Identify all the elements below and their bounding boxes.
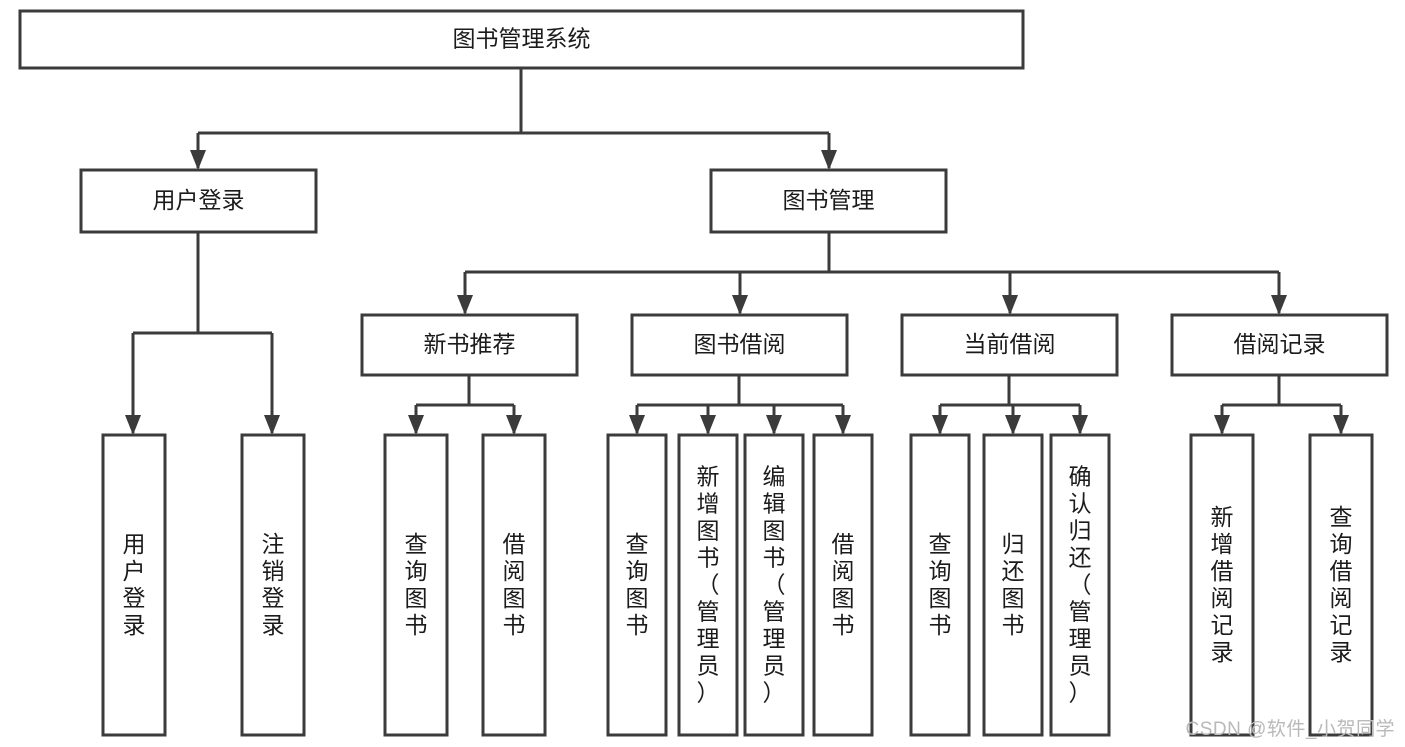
arrow-head [408, 415, 424, 435]
node-box-book-borrow [630, 313, 849, 377]
arrow-head [932, 415, 948, 435]
node-leaf-user-login[interactable]: 用户登录 [101, 433, 167, 737]
node-box-leaf-query-record [1308, 433, 1374, 737]
node-box-leaf-borrow-book-rec [481, 433, 547, 737]
node-box-current-borrow [900, 313, 1119, 377]
node-leaf-add-record[interactable]: 新增借阅记录 [1189, 433, 1255, 737]
node-leaf-query-book-cb[interactable]: 查询图书 [909, 433, 971, 737]
node-box-book-manage [709, 168, 948, 234]
node-label-current-borrow: 当前借阅 [964, 331, 1056, 357]
arrow-head [190, 150, 206, 170]
node-box-leaf-confirm-return [1049, 433, 1111, 737]
node-label-root: 图书管理系统 [453, 26, 591, 52]
node-leaf-edit-book[interactable]: 编辑图书（管理员） [743, 433, 805, 737]
arrow-head [264, 415, 280, 435]
arrow-head [506, 415, 522, 435]
node-label-new-book-rec: 新书推荐 [424, 331, 516, 357]
arrow-head [125, 415, 141, 435]
node-current-borrow[interactable]: 当前借阅 [900, 313, 1119, 377]
node-leaf-borrow-book-rec[interactable]: 借阅图书 [481, 433, 547, 737]
node-label-leaf-edit-book: 编辑图书（管理员） [763, 464, 786, 706]
node-box-leaf-query-book-cb [909, 433, 971, 737]
node-box-leaf-edit-book [743, 433, 805, 737]
node-label-leaf-query-book-cb: 查询图书 [929, 531, 952, 638]
node-new-book-rec[interactable]: 新书推荐 [360, 313, 579, 377]
node-leaf-confirm-return[interactable]: 确认归还（管理员） [1049, 433, 1111, 737]
watermark: CSDN @软件_小贺同学 [1185, 719, 1395, 740]
node-leaf-return-book[interactable]: 归还图书 [982, 433, 1044, 737]
node-label-borrow-record: 借阅记录 [1234, 331, 1326, 357]
node-label-leaf-return-book: 归还图书 [1002, 531, 1025, 638]
arrow-head [1271, 295, 1287, 315]
node-book-manage[interactable]: 图书管理 [709, 168, 948, 234]
node-label-book-manage: 图书管理 [783, 187, 875, 213]
arrow-head [821, 150, 837, 170]
node-box-leaf-user-logout [240, 433, 306, 737]
arrow-head [766, 415, 782, 435]
node-label-leaf-confirm-return: 确认归还（管理员） [1069, 464, 1092, 706]
node-box-leaf-return-book [982, 433, 1044, 737]
node-label-leaf-query-record: 查询借阅记录 [1330, 504, 1353, 665]
arrow-head [1214, 415, 1230, 435]
node-leaf-user-logout[interactable]: 注销登录 [240, 433, 306, 737]
node-leaf-borrow-book-bb[interactable]: 借阅图书 [812, 433, 874, 737]
node-box-leaf-query-book-bb [606, 433, 668, 737]
arrow-head [457, 295, 473, 315]
node-box-root [18, 9, 1025, 70]
node-box-leaf-add-book [677, 433, 739, 737]
connector-layer [125, 68, 1349, 435]
node-label-user-login: 用户登录 [153, 187, 245, 213]
node-label-leaf-query-book-rec: 查询图书 [405, 531, 428, 638]
arrow-head [700, 415, 716, 435]
node-label-leaf-user-logout: 注销登录 [262, 531, 285, 638]
node-label-book-borrow: 图书借阅 [694, 331, 786, 357]
node-label-leaf-add-book: 新增图书（管理员） [697, 464, 720, 706]
node-box-leaf-add-record [1189, 433, 1255, 737]
node-label-leaf-add-record: 新增借阅记录 [1211, 504, 1234, 665]
node-layer: 图书管理系统用户登录图书管理新书推荐图书借阅当前借阅借阅记录用户登录注销登录查询… [18, 9, 1389, 737]
node-label-leaf-borrow-book-bb: 借阅图书 [832, 531, 855, 638]
node-label-leaf-borrow-book-rec: 借阅图书 [503, 531, 526, 638]
node-leaf-add-book[interactable]: 新增图书（管理员） [677, 433, 739, 737]
node-label-leaf-user-login: 用户登录 [123, 531, 146, 638]
node-user-login[interactable]: 用户登录 [79, 168, 318, 234]
node-box-user-login [79, 168, 318, 234]
node-label-leaf-query-book-bb: 查询图书 [626, 531, 649, 638]
node-leaf-query-record[interactable]: 查询借阅记录 [1308, 433, 1374, 737]
arrow-head [732, 295, 748, 315]
arrow-head [629, 415, 645, 435]
arrow-head [1333, 415, 1349, 435]
node-root[interactable]: 图书管理系统 [18, 9, 1025, 70]
node-box-leaf-query-book-rec [383, 433, 449, 737]
node-box-leaf-user-login [101, 433, 167, 737]
node-box-new-book-rec [360, 313, 579, 377]
node-box-borrow-record [1170, 313, 1389, 377]
node-leaf-query-book-bb[interactable]: 查询图书 [606, 433, 668, 737]
arrow-head [1002, 295, 1018, 315]
node-box-leaf-borrow-book-bb [812, 433, 874, 737]
node-borrow-record[interactable]: 借阅记录 [1170, 313, 1389, 377]
arrow-head [835, 415, 851, 435]
node-leaf-query-book-rec[interactable]: 查询图书 [383, 433, 449, 737]
node-book-borrow[interactable]: 图书借阅 [630, 313, 849, 377]
arrow-head [1005, 415, 1021, 435]
arrow-head [1072, 415, 1088, 435]
